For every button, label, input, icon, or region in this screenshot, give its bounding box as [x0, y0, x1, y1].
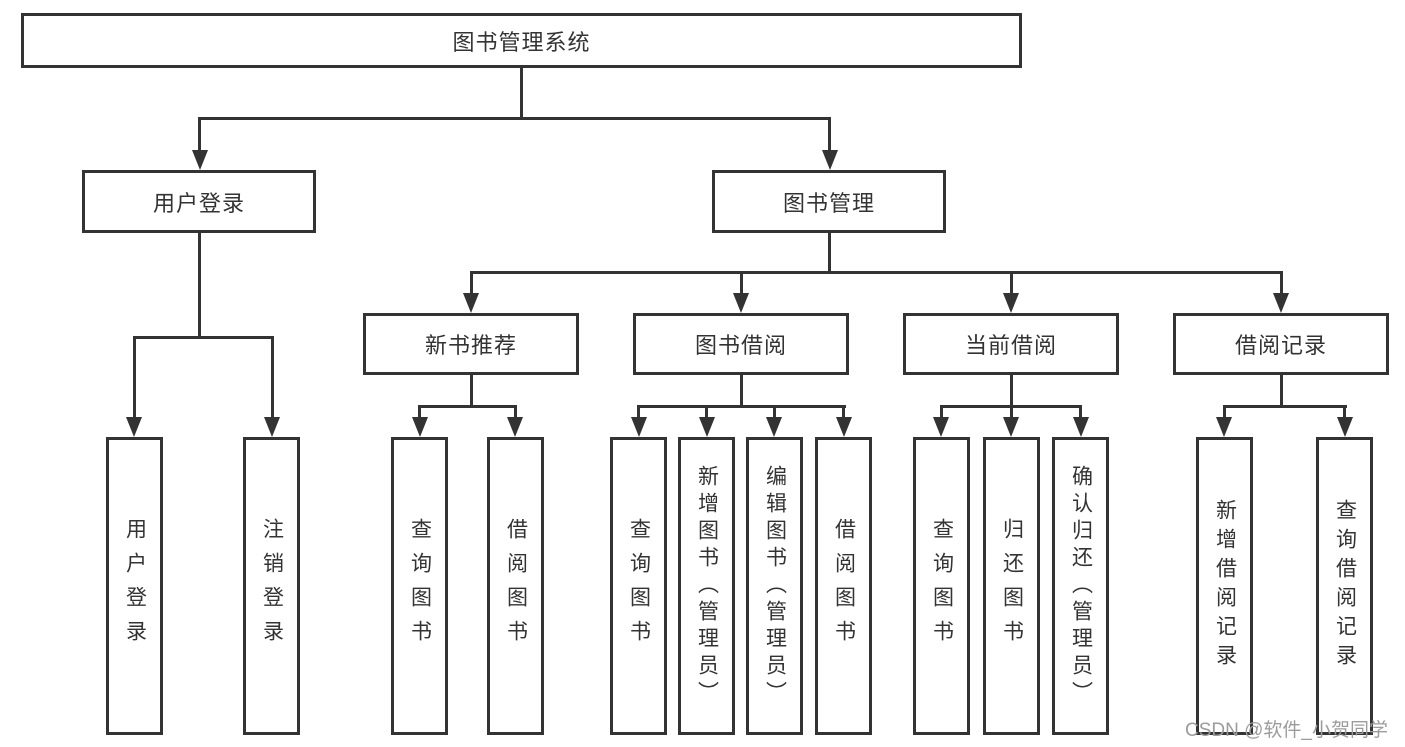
leaf-add-books-admin: 新增图书（管理员） — [678, 437, 735, 735]
arrowhead-down-icon — [933, 417, 949, 437]
arrowhead-down-icon — [412, 417, 428, 437]
arrowhead-down-icon — [1216, 417, 1232, 437]
arrowhead-down-icon — [1073, 417, 1089, 437]
leaf-edit-books-admin: 编辑图书（管理员） — [746, 437, 803, 735]
node-new-book-recommend: 新书推荐 — [363, 313, 579, 375]
connector-line — [637, 405, 640, 417]
leaf-borrow-books: 借阅图书 — [815, 437, 872, 735]
connector-line — [842, 405, 845, 417]
arrowhead-down-icon — [463, 293, 479, 313]
connector-line — [470, 375, 473, 405]
node-root-library-system: 图书管理系统 — [21, 13, 1022, 68]
arrowhead-down-icon — [822, 150, 838, 170]
connector-line — [773, 405, 776, 417]
connector-line — [637, 405, 846, 408]
leaf-return-books: 归还图书 — [983, 437, 1040, 735]
connector-line — [1010, 271, 1013, 293]
arrowhead-down-icon — [1337, 417, 1353, 437]
arrowhead-down-icon — [1003, 417, 1019, 437]
leaf-query-books: 查询图书 — [610, 437, 667, 735]
connector-line — [133, 336, 274, 339]
arrowhead-down-icon — [1003, 293, 1019, 313]
connector-line — [1280, 375, 1283, 405]
arrowhead-down-icon — [192, 150, 208, 170]
connector-line — [1223, 405, 1347, 408]
connector-line — [1079, 405, 1082, 417]
connector-line — [514, 405, 517, 417]
connector-line — [198, 233, 201, 336]
connector-line — [940, 405, 943, 417]
connector-line — [418, 405, 421, 417]
leaf-logout: 注销登录 — [243, 437, 300, 735]
arrowhead-down-icon — [699, 417, 715, 437]
leaf-user-login: 用户登录 — [106, 437, 163, 735]
connector-line — [1010, 405, 1013, 417]
arrowhead-down-icon — [631, 417, 647, 437]
connector-line — [470, 271, 1283, 274]
connector-line — [198, 117, 201, 150]
arrowhead-down-icon — [126, 417, 142, 437]
connector-line — [419, 405, 517, 408]
csdn-watermark: CSDN @软件_小贺同学 — [1185, 720, 1388, 741]
node-book-management: 图书管理 — [712, 170, 946, 233]
leaf-borrow-books: 借阅图书 — [487, 437, 544, 735]
connector-line — [828, 233, 831, 271]
connector-line — [1343, 405, 1346, 417]
leaf-confirm-return-admin: 确认归还（管理员） — [1052, 437, 1109, 735]
connector-line — [705, 405, 708, 417]
arrowhead-down-icon — [264, 417, 280, 437]
arrowhead-down-icon — [507, 417, 523, 437]
leaf-query-books: 查询图书 — [913, 437, 970, 735]
arrowhead-down-icon — [766, 417, 782, 437]
node-book-borrow: 图书借阅 — [633, 313, 849, 375]
arrowhead-down-icon — [733, 293, 749, 313]
leaf-add-borrow-record: 新增借阅记录 — [1196, 437, 1253, 735]
connector-line — [198, 117, 831, 120]
connector-line — [1280, 271, 1283, 293]
connector-line — [271, 336, 274, 417]
connector-line — [520, 68, 523, 118]
arrowhead-down-icon — [836, 417, 852, 437]
connector-line — [133, 336, 136, 417]
connector-line — [828, 117, 831, 150]
node-current-borrow: 当前借阅 — [903, 313, 1119, 375]
connector-line — [470, 271, 473, 293]
node-borrow-records: 借阅记录 — [1173, 313, 1389, 375]
connector-line — [740, 271, 743, 293]
connector-line — [1010, 375, 1013, 405]
arrowhead-down-icon — [1273, 293, 1289, 313]
connector-line — [740, 375, 743, 405]
leaf-query-borrow-record: 查询借阅记录 — [1316, 437, 1373, 735]
leaf-query-books: 查询图书 — [391, 437, 448, 735]
node-user-login: 用户登录 — [82, 170, 316, 233]
connector-line — [1223, 405, 1226, 417]
